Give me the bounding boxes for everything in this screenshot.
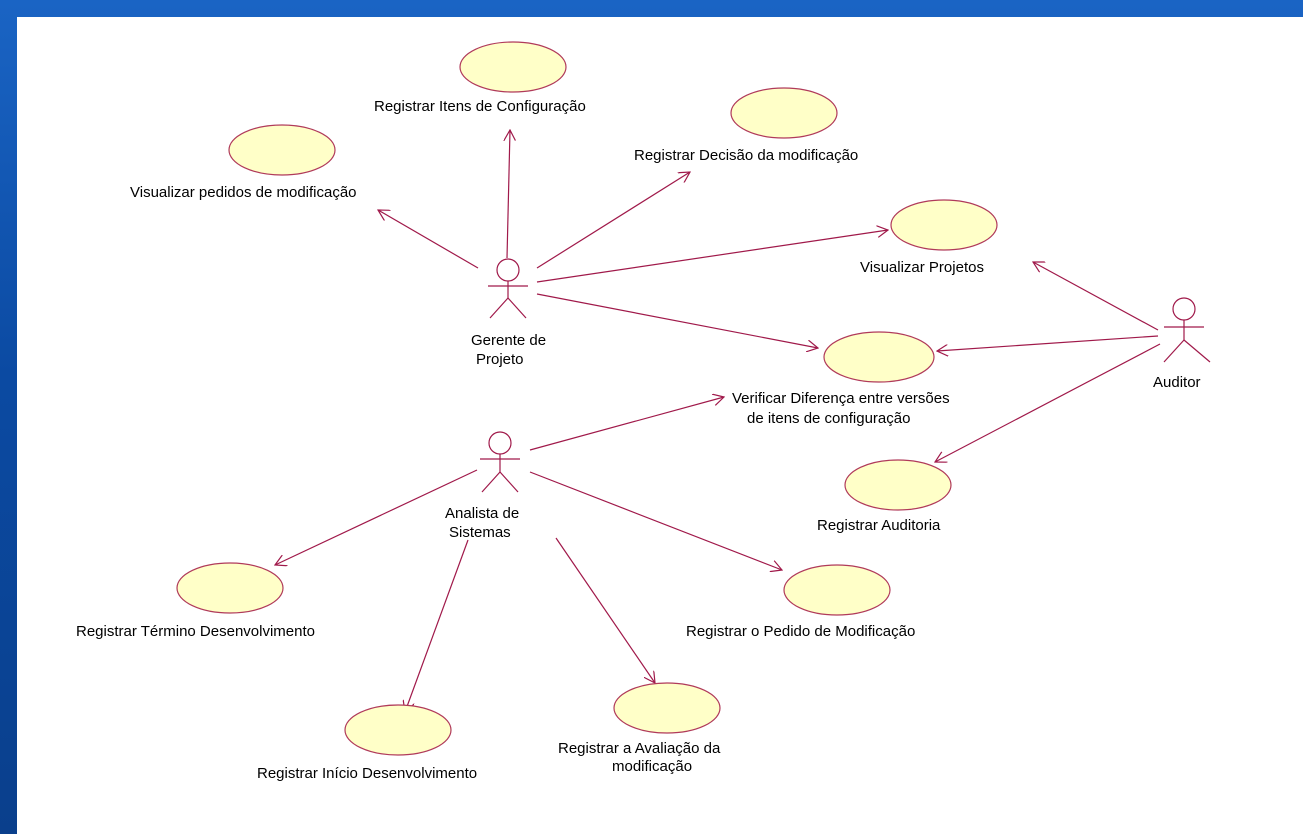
label-registrar-termino: Registrar Término Desenvolvimento (76, 623, 315, 640)
label-registrar-auditoria: Registrar Auditoria (817, 517, 941, 534)
uc-visualizar-pedidos (228, 124, 336, 176)
assoc-analista-pedido (529, 471, 782, 570)
assoc-gerente-verificar (536, 293, 818, 348)
actor-gerente-figure (488, 258, 528, 319)
assoc-gerente-itens (507, 130, 510, 259)
assoc-gerente-pedidos (378, 210, 479, 269)
label-verificar-line2: de itens de configuração (747, 410, 910, 427)
label-actor-analista-2: Sistemas (449, 524, 511, 541)
assoc-analista-avaliacao (555, 537, 655, 683)
uc-visualizar-projetos (890, 199, 998, 251)
assoc-analista-verificar (529, 397, 724, 451)
label-actor-gerente-1: Gerente de (471, 332, 546, 349)
uc-registrar-auditoria (844, 459, 952, 511)
uc-registrar-termino (176, 562, 284, 614)
assoc-auditor-auditoria (935, 343, 1161, 462)
label-registrar-inicio: Registrar Início Desenvolvimento (257, 765, 477, 782)
uc-registrar-itens (459, 41, 567, 93)
label-actor-gerente-2: Projeto (476, 351, 524, 368)
assoc-analista-termino (275, 469, 478, 565)
label-registrar-itens: Registrar Itens de Configuração (374, 98, 586, 115)
assoc-auditor-verificar (937, 335, 1159, 351)
label-registrar-pedido: Registrar o Pedido de Modificação (686, 623, 915, 640)
label-visualizar-pedidos: Visualizar pedidos de modificação (130, 184, 357, 201)
uc-registrar-avaliacao (613, 682, 721, 734)
label-actor-auditor: Auditor (1153, 374, 1201, 391)
assoc-gerente-projetos (536, 230, 888, 283)
uc-registrar-inicio (344, 704, 452, 756)
label-actor-analista-1: Analista de (445, 505, 519, 522)
label-verificar-line1: Verificar Diferença entre versões (732, 390, 950, 407)
label-avaliacao-line2: modificação (612, 758, 692, 775)
label-avaliacao-line1: Registrar a Avaliação da (558, 740, 721, 757)
actor-analista-figure (480, 431, 520, 493)
uc-registrar-pedido (783, 564, 891, 616)
label-visualizar-projetos: Visualizar Projetos (860, 259, 984, 276)
actor-auditor-figure (1163, 297, 1211, 363)
assoc-analista-inicio (405, 539, 469, 712)
label-registrar-decisao: Registrar Decisão da modificação (634, 147, 858, 164)
uc-registrar-decisao (730, 87, 838, 139)
assoc-gerente-decisao (536, 172, 690, 269)
assoc-auditor-projetos (1033, 262, 1159, 331)
uc-verificar-diferenca (823, 331, 935, 383)
